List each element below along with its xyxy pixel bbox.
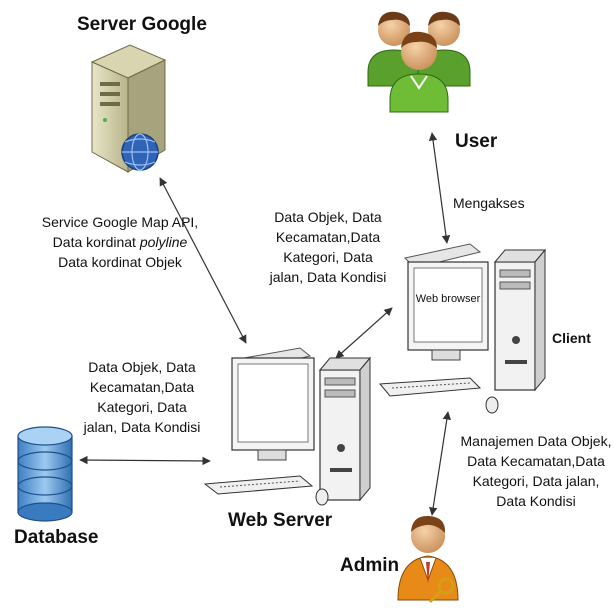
client-computer-icon [378, 243, 547, 414]
web-browser-label: Web browser [415, 293, 481, 305]
admin-title: Admin [340, 555, 400, 576]
db-server-line-4: jalan, Data Kondisi [83, 419, 201, 435]
server-google-icon [90, 44, 167, 173]
client-server-line-3: Kategori, Data [283, 249, 373, 265]
google-edge-line3: Data kordinat Objek [58, 254, 182, 270]
db-server-line-2: Kecamatan,Data [89, 379, 195, 395]
admin-client-line-3: Kategori, Data jalan, [472, 473, 600, 489]
arrow-google-webserver [159, 177, 247, 344]
web-server-computer-icon [203, 347, 372, 506]
db-server-edge-label: Data Objek, Data Kecamatan,Data Kategori… [76, 357, 208, 437]
admin-icon [397, 515, 459, 604]
user-group-icon [367, 11, 471, 113]
user-client-edge-label: Mengakses [453, 195, 525, 211]
database-title: Database [14, 527, 99, 548]
arrow-admin-client [429, 411, 451, 516]
google-edge-label: Service Google Map API, Data kordinat po… [22, 212, 218, 272]
server-google-title: Server Google [77, 14, 207, 35]
admin-client-edge-label: Manajemen Data Objek, Data Kecamatan,Dat… [458, 431, 614, 511]
admin-client-line-2: Data Kecamatan,Data [467, 453, 605, 469]
db-server-line-1: Data Objek, Data [88, 359, 196, 375]
client-server-line-1: Data Objek, Data [274, 209, 382, 225]
admin-client-line-1: Manajemen Data Objek, [460, 433, 612, 449]
google-edge-line1: Service Google Map API, [41, 214, 199, 230]
db-server-line-3: Kategori, Data [97, 399, 187, 415]
user-title: User [455, 131, 498, 152]
arrow-client-webserver [335, 307, 393, 359]
database-icon [17, 426, 73, 522]
google-edge-line2-prefix: Data kordinat [52, 234, 140, 250]
web-server-title: Web Server [228, 510, 333, 531]
client-title: Client [552, 330, 591, 346]
arrow-db-webserver [79, 455, 211, 466]
admin-client-line-4: Data Kondisi [496, 493, 576, 509]
arrow-user-client [428, 132, 451, 244]
client-server-edge-label: Data Objek, Data Kecamatan,Data Kategori… [262, 207, 394, 287]
google-edge-line2: Data kordinat polyline [22, 232, 218, 252]
google-edge-line2-italic: polyline [139, 234, 188, 250]
client-server-line-4: jalan, Data Kondisi [269, 269, 387, 285]
client-server-line-2: Kecamatan,Data [275, 229, 381, 245]
